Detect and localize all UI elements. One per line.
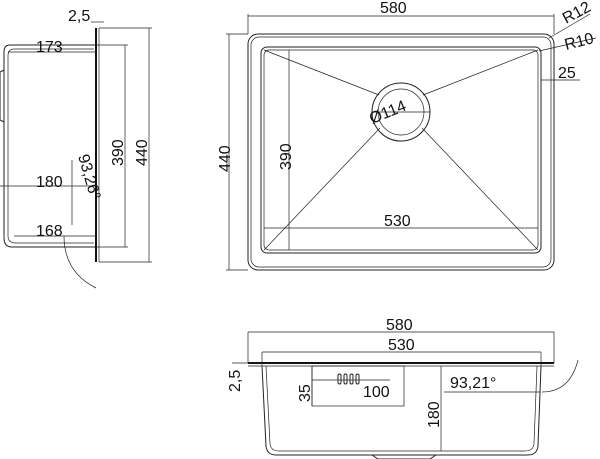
top-leader-r12 [548, 13, 591, 39]
top-view: 580 440 390 530 R12 R10 25 Ø114 [217, 0, 597, 271]
top-slope-tl [263, 49, 380, 96]
front-view-body [261, 365, 542, 456]
side-label-outer-height: 440 [134, 139, 151, 166]
side-label-top-depth: 173 [36, 39, 63, 56]
top-label-flange-width: 25 [558, 65, 576, 82]
front-label-overflow-offset: 35 [297, 384, 314, 402]
top-label-outer-width: 580 [380, 0, 407, 17]
front-view: 580 530 2,5 35 100 180 93,21° [227, 317, 579, 459]
top-slope-br [421, 127, 539, 251]
front-label-rim-thickness: 2,5 [227, 370, 244, 392]
top-view-bowl [260, 46, 542, 254]
side-label-rim-thickness: 2,5 [68, 8, 90, 25]
top-view-flange-inner [250, 36, 552, 268]
top-label-radius-outer: R12 [560, 0, 594, 28]
top-label-radius-inner: R10 [563, 30, 596, 54]
front-view-body-inner [265, 365, 538, 452]
front-view-overflow-area [311, 365, 405, 407]
top-slope-tr [422, 49, 539, 96]
front-label-depth: 180 [426, 401, 443, 428]
top-leader-r10 [538, 37, 597, 52]
side-label-inner-height: 390 [110, 139, 127, 166]
front-label-outer-width: 580 [386, 317, 413, 334]
front-label-inner-width: 530 [388, 337, 415, 354]
side-angle-arc [63, 235, 97, 289]
side-view-inner-body [7, 48, 94, 244]
front-view-overflow-slots [337, 373, 360, 385]
top-label-outer-height: 440 [217, 145, 234, 172]
side-label-depth-mid: 180 [36, 174, 63, 191]
front-label-wall-angle: 93,21° [450, 375, 496, 392]
side-view-body [3, 44, 96, 248]
front-angle-arc [541, 359, 579, 393]
side-view-drain-stub [0, 69, 5, 123]
side-view: 2,5 173 180 168 390 440 93,26° [0, 8, 152, 289]
top-view-bowl-inner [263, 49, 539, 251]
top-view-flange [247, 33, 555, 271]
front-label-overflow-width: 100 [363, 384, 390, 401]
top-label-inner-height: 390 [278, 143, 295, 170]
side-label-bottom-depth: 168 [36, 223, 63, 240]
top-label-inner-width: 530 [384, 213, 411, 230]
front-view-drain [371, 454, 437, 459]
top-slope-bl [263, 127, 381, 251]
